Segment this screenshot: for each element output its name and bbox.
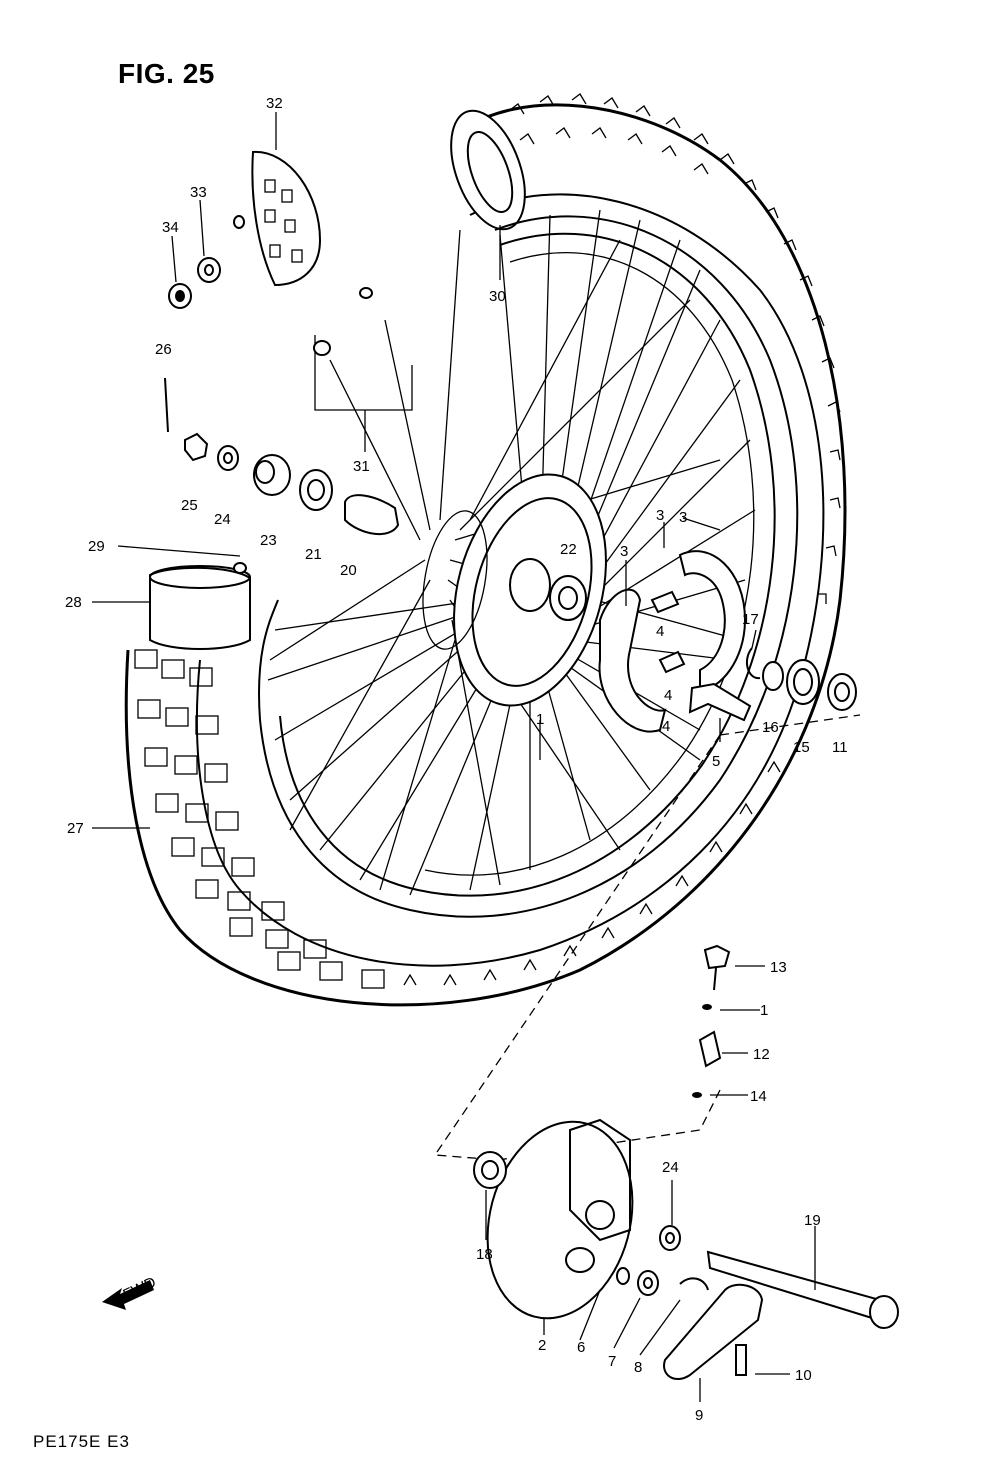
callout-27: 27 <box>67 820 84 837</box>
forward-direction-arrow: FWD <box>102 1274 159 1310</box>
callout-15: 15 <box>793 739 810 756</box>
callout-34: 34 <box>162 219 179 236</box>
callout-4b: 4 <box>664 687 672 704</box>
fwd-label: FWD <box>121 1274 159 1304</box>
callout-22: 22 <box>560 541 577 558</box>
callout-20: 20 <box>340 562 357 579</box>
callout-26: 26 <box>155 341 172 358</box>
callout-1a: 1 <box>536 711 544 728</box>
callout-2: 2 <box>538 1337 546 1354</box>
callout-6: 6 <box>577 1339 585 1356</box>
callout-12: 12 <box>753 1046 770 1063</box>
callout-1b: 1 <box>760 1002 768 1019</box>
right-side-parts <box>688 647 857 722</box>
callout-24b: 24 <box>662 1159 679 1176</box>
callout-18: 18 <box>476 1246 493 1263</box>
callout-14: 14 <box>750 1088 767 1105</box>
callout-32: 32 <box>266 95 283 112</box>
callout-28: 28 <box>65 594 82 611</box>
callout-10: 10 <box>795 1367 812 1384</box>
leader-lines <box>92 112 816 1402</box>
callout-11: 11 <box>832 739 848 756</box>
callout-3c: 3 <box>656 507 664 524</box>
tire <box>124 93 847 1007</box>
callout-25: 25 <box>181 497 198 514</box>
callout-labels: 1 1 2 3 3 3 4 4 4 5 6 7 8 9 10 11 12 13 … <box>65 95 848 1424</box>
callout-17: 17 <box>742 611 759 628</box>
callout-33: 33 <box>190 184 207 201</box>
callout-7: 7 <box>608 1353 616 1370</box>
callout-31: 31 <box>353 458 370 475</box>
callout-16: 16 <box>762 719 779 736</box>
rim <box>258 215 799 918</box>
callout-21: 21 <box>305 546 322 563</box>
brake-panel-assembly <box>433 714 899 1380</box>
callout-29: 29 <box>88 538 105 555</box>
brake-shoes <box>598 550 747 733</box>
callout-4c: 4 <box>662 718 670 735</box>
callout-4a: 4 <box>656 623 664 640</box>
left-side-parts <box>164 150 413 536</box>
callout-5: 5 <box>712 753 720 770</box>
callout-24a: 24 <box>214 511 231 528</box>
model-code-footer: PE175E E3 <box>33 1432 130 1451</box>
callout-8: 8 <box>634 1359 642 1376</box>
callout-19: 19 <box>804 1212 821 1229</box>
callout-23: 23 <box>260 532 277 549</box>
callout-3b: 3 <box>620 543 628 560</box>
callout-9: 9 <box>695 1407 703 1424</box>
callout-30: 30 <box>489 288 506 305</box>
hub <box>422 473 607 707</box>
callout-3a: 3 <box>679 509 687 526</box>
callout-13: 13 <box>770 959 787 976</box>
figure-title: FIG. 25 <box>118 58 215 89</box>
